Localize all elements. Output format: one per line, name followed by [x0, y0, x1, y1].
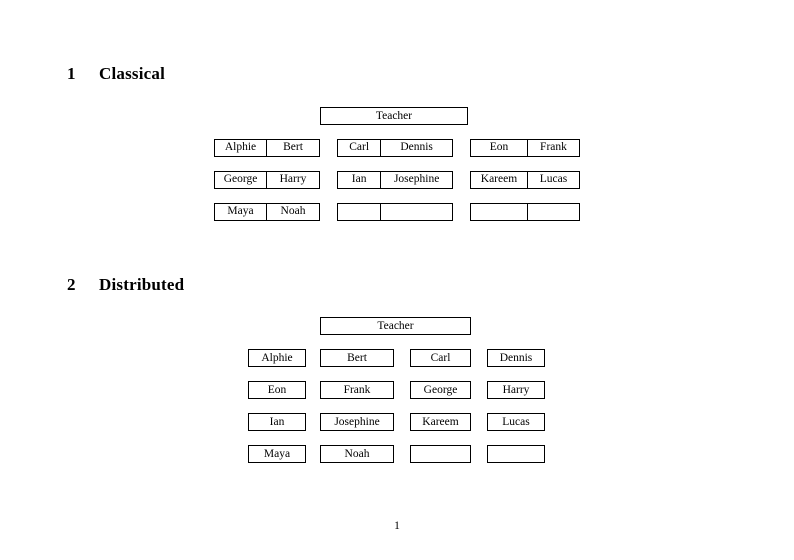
- table-cell[interactable]: Lucas: [539, 173, 568, 186]
- distributed-box[interactable]: Ian: [248, 413, 306, 431]
- classical-group-1-row-2[interactable]: George Harry: [214, 171, 320, 189]
- table-cell[interactable]: Harry: [279, 173, 307, 186]
- table-cell[interactable]: Eon: [471, 140, 528, 156]
- table-cell[interactable]: [471, 204, 528, 220]
- table-cell[interactable]: Maya: [215, 204, 268, 220]
- distributed-box[interactable]: Bert: [320, 349, 394, 367]
- distributed-box[interactable]: Eon: [248, 381, 306, 399]
- table-cell[interactable]: Bert: [283, 141, 303, 154]
- section-title: Classical: [99, 64, 166, 83]
- distributed-box[interactable]: [487, 445, 545, 463]
- distributed-box[interactable]: Kareem: [410, 413, 471, 431]
- section-heading-classical: 1 Classical: [67, 64, 165, 84]
- table-cell[interactable]: [381, 204, 452, 220]
- section-heading-distributed: 2 Distributed: [67, 275, 184, 295]
- distributed-box[interactable]: Maya: [248, 445, 306, 463]
- table-cell[interactable]: Frank: [540, 141, 567, 154]
- classical-group-2-row-3[interactable]: [337, 203, 453, 221]
- classical-group-3-row-1[interactable]: Eon Frank: [470, 139, 580, 157]
- classical-teacher-box[interactable]: Teacher: [320, 107, 468, 125]
- section-number: 1: [67, 64, 76, 83]
- table-cell[interactable]: Josephine: [393, 173, 440, 186]
- distributed-box[interactable]: Lucas: [487, 413, 545, 431]
- table-cell[interactable]: Alphie: [215, 140, 268, 156]
- table-cell[interactable]: Ian: [338, 172, 382, 188]
- distributed-box[interactable]: Harry: [487, 381, 545, 399]
- section-title: Distributed: [99, 275, 185, 294]
- table-cell[interactable]: Noah: [280, 205, 306, 218]
- distributed-box[interactable]: Carl: [410, 349, 471, 367]
- table-cell[interactable]: Kareem: [471, 172, 528, 188]
- distributed-box[interactable]: Noah: [320, 445, 394, 463]
- classical-group-3-row-2[interactable]: Kareem Lucas: [470, 171, 580, 189]
- table-cell[interactable]: [528, 204, 579, 220]
- table-cell[interactable]: [338, 204, 382, 220]
- section-number: 2: [67, 275, 76, 294]
- classical-group-1-row-3[interactable]: Maya Noah: [214, 203, 320, 221]
- distributed-box[interactable]: [410, 445, 471, 463]
- distributed-box[interactable]: George: [410, 381, 471, 399]
- classical-group-2-row-1[interactable]: Carl Dennis: [337, 139, 453, 157]
- distributed-box[interactable]: Josephine: [320, 413, 394, 431]
- distributed-box[interactable]: Dennis: [487, 349, 545, 367]
- distributed-box[interactable]: Frank: [320, 381, 394, 399]
- distributed-teacher-box[interactable]: Teacher: [320, 317, 471, 335]
- classical-group-1-row-1[interactable]: Alphie Bert: [214, 139, 320, 157]
- page-number: 1: [394, 520, 400, 532]
- table-cell[interactable]: Dennis: [400, 141, 433, 154]
- table-cell[interactable]: Carl: [338, 140, 382, 156]
- classical-group-2-row-2[interactable]: Ian Josephine: [337, 171, 453, 189]
- distributed-box[interactable]: Alphie: [248, 349, 306, 367]
- table-cell[interactable]: George: [215, 172, 268, 188]
- classical-group-3-row-3[interactable]: [470, 203, 580, 221]
